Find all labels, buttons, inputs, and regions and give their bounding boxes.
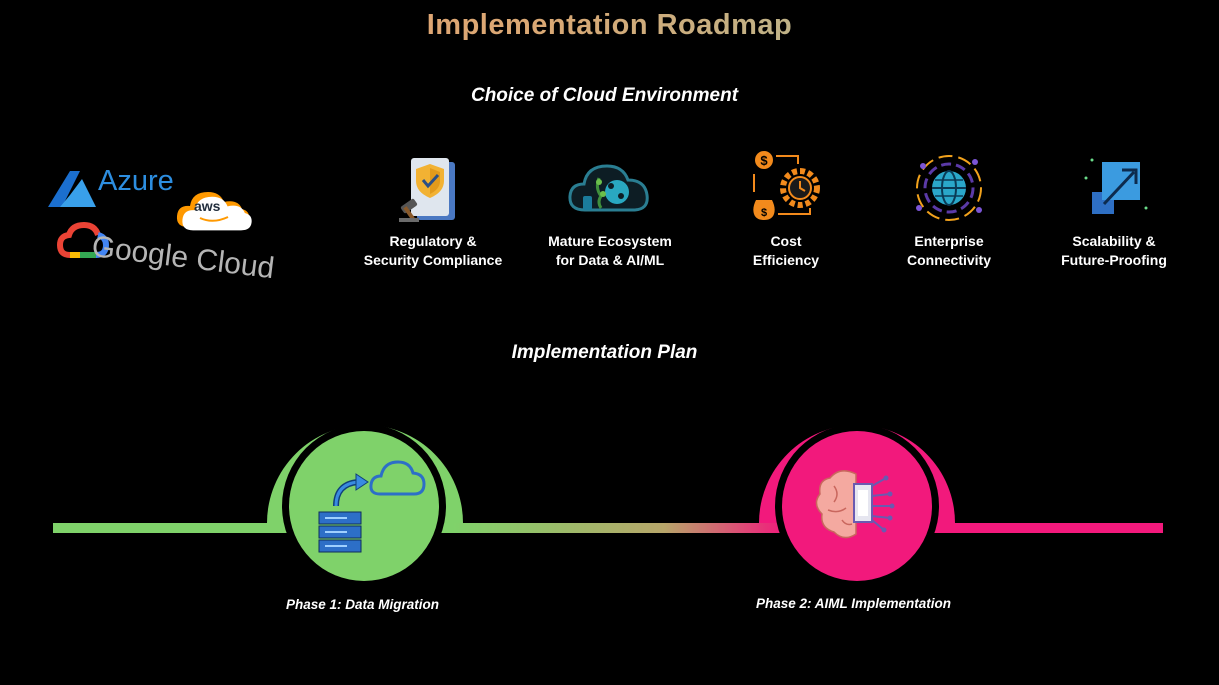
ai-brain-chip-icon: [815, 470, 895, 539]
factor-line2: Future-Proofing: [1061, 252, 1167, 268]
phase-1-label: Phase 1: Data Migration: [286, 597, 440, 612]
globe-network-icon: [916, 155, 982, 221]
factor-scalability: Scalability & Future-Proofing: [1029, 148, 1199, 270]
phase-1-node: [267, 424, 463, 588]
factor-ecosystem: Mature Ecosystem for Data & AI/ML: [525, 148, 695, 270]
aws-logo-icon: [176, 192, 252, 231]
phase-2-node: [759, 424, 955, 588]
phase-2-label: Phase 2: AIML Implementation: [756, 596, 952, 611]
section-heading-cloud: Choice of Cloud Environment: [470, 85, 739, 106]
factor-line1: Cost: [770, 233, 802, 249]
compliance-shield-icon: [399, 158, 455, 222]
factor-compliance: Regulatory & Security Compliance: [348, 148, 518, 270]
cloud-provider-logos: Azure aws Google Cloud: [40, 155, 290, 285]
aws-logo-text: aws: [194, 198, 221, 214]
factor-line2: Efficiency: [752, 252, 820, 268]
factor-line2: for Data & AI/ML: [555, 252, 665, 268]
svg-text:$: $: [760, 153, 768, 168]
azure-logo-icon: [48, 171, 96, 207]
azure-logo-text: Azure: [98, 165, 174, 197]
factor-line1: Regulatory &: [389, 233, 477, 249]
provider-logo-art: [48, 171, 252, 258]
timeline-line: [53, 523, 1163, 533]
data-migration-icon: [318, 460, 426, 553]
factor-line2: Connectivity: [906, 252, 991, 268]
cloud-ai-icon: [568, 164, 649, 212]
google-cloud-logo-icon: [56, 221, 110, 258]
factor-line2: Security Compliance: [363, 252, 503, 268]
factor-line1: Scalability &: [1072, 233, 1156, 249]
scale-arrow-icon: [1084, 158, 1148, 214]
factor-line1: Mature Ecosystem: [548, 233, 672, 249]
section-heading-plan: Implementation Plan: [511, 342, 698, 363]
cost-gear-icon: $ $: [753, 151, 820, 220]
page-title: Implementation Roadmap: [0, 9, 1219, 42]
svg-text:$: $: [761, 207, 767, 219]
factor-line1: Enterprise: [914, 233, 984, 249]
